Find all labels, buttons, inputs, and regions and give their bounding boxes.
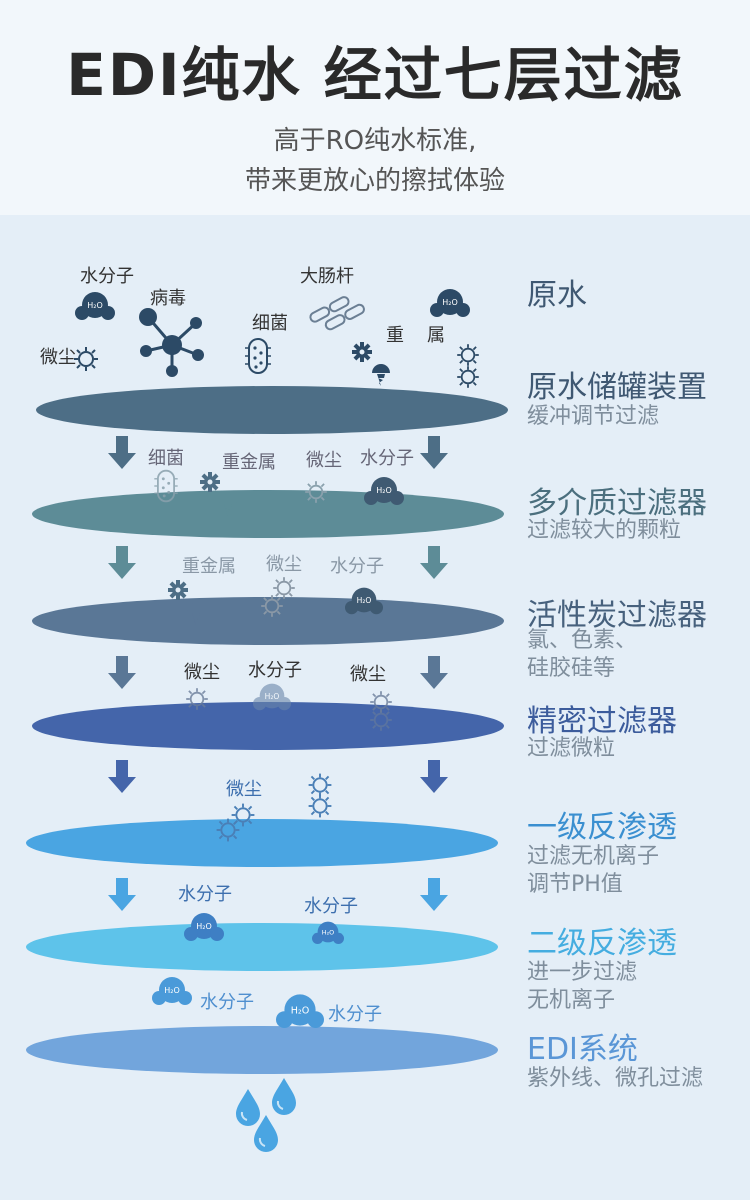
multi-water-molecule-icon: H₂O xyxy=(364,477,404,505)
stage-desc-edi: 紫外线、微孔过滤 xyxy=(527,1066,704,1091)
molecule-text: H₂O xyxy=(322,928,334,936)
raw-dust-icon-2 xyxy=(456,343,480,367)
label-dust: 微尘 xyxy=(40,347,76,368)
ro1-dust-icon-3 xyxy=(307,772,333,798)
stage-desc-multi: 过滤较大的颗粒 xyxy=(527,518,682,543)
raw-e-coli-icon xyxy=(309,296,365,331)
ro2-layer xyxy=(26,923,498,971)
stage-desc-ro1-2: 调节PH值 xyxy=(527,872,623,897)
molecule-text: H₂O xyxy=(442,298,458,307)
stage-desc-precision: 过滤微粒 xyxy=(527,736,616,761)
molecule-text: H₂O xyxy=(164,986,180,995)
stage-name-edi: EDI系统 xyxy=(527,1032,638,1067)
multi-label-dust: 微尘 xyxy=(306,450,342,471)
ro1-layer xyxy=(26,819,498,867)
stage-name-carbon: 活性炭过滤器 xyxy=(527,598,707,633)
edi-water-molecule-icon-1: H₂O xyxy=(152,977,192,1005)
arrow-left-2 xyxy=(108,546,136,579)
precision-label-water: 水分子 xyxy=(248,660,302,681)
activated-carbon-layer xyxy=(32,597,504,645)
raw-screw-icon xyxy=(372,364,390,386)
edi-water-molecule-icon-2: H₂O xyxy=(276,994,324,1028)
raw-water-molecule-icon: H₂O xyxy=(75,292,115,320)
stage-name-ro2: 二级反渗透 xyxy=(527,926,677,961)
stage-desc-tank: 缓冲调节过滤 xyxy=(527,404,660,429)
label-heavy-metal-1: 重 xyxy=(386,325,404,346)
carbon-label-heavy-metal: 重金属 xyxy=(182,556,236,577)
edi-label-water-2: 水分子 xyxy=(328,1004,382,1025)
raw-water-tank-layer xyxy=(36,386,508,434)
arrow-left-5 xyxy=(108,878,136,911)
stage-name-multi: 多介质过滤器 xyxy=(527,486,707,521)
molecule-text: H₂O xyxy=(291,1006,310,1017)
ro2-water-molecule-icon-1: H₂O xyxy=(184,913,224,941)
label-heavy-metal-2: 属 xyxy=(427,325,445,346)
raw-dust-icon-3 xyxy=(456,365,480,389)
ro2-label-water-1: 水分子 xyxy=(178,884,232,905)
page-title: EDI纯水 经过七层过滤 xyxy=(66,41,684,109)
arrow-right-4 xyxy=(420,760,448,793)
molecule-text: H₂O xyxy=(87,301,103,310)
molecule-text: H₂O xyxy=(357,596,372,605)
multi-label-bacteria: 细菌 xyxy=(148,448,184,469)
raw-virus-icon xyxy=(139,308,204,377)
label-e-coli: 大肠杆 xyxy=(300,266,354,287)
multi-label-heavy-metal: 重金属 xyxy=(222,452,276,473)
carbon-label-water: 水分子 xyxy=(330,556,384,577)
stage-desc-ro2-1: 进一步过滤 xyxy=(527,960,638,985)
arrow-left-1 xyxy=(108,436,136,469)
subtitle-line-1: 高于RO纯水标准, xyxy=(273,126,477,156)
ro2-label-water-2: 水分子 xyxy=(304,896,358,917)
multi-gear-icon xyxy=(200,472,220,492)
ro1-label-dust: 微尘 xyxy=(226,779,262,800)
stage-name-precision: 精密过滤器 xyxy=(527,704,677,739)
precision-label-dust-1: 微尘 xyxy=(184,662,220,683)
drop-right-icon xyxy=(271,1077,297,1116)
raw-water-molecule-icon-2: H₂O xyxy=(430,289,470,317)
label-virus: 病毒 xyxy=(150,288,186,309)
stage-desc-carbon-2: 硅胶硅等 xyxy=(527,656,616,681)
molecule-text: H₂O xyxy=(376,486,392,495)
carbon-label-dust: 微尘 xyxy=(266,554,302,575)
subtitle-line-2: 带来更放心的擦拭体验 xyxy=(244,166,505,196)
arrow-right-2 xyxy=(420,546,448,579)
stage-desc-carbon-1: 氯、色素、 xyxy=(527,628,638,653)
stage-desc-ro2-2: 无机离子 xyxy=(527,988,616,1013)
arrow-right-5 xyxy=(420,878,448,911)
precision-dust-icon-1 xyxy=(185,687,209,711)
arrow-right-3 xyxy=(420,656,448,689)
arrow-left-4 xyxy=(108,760,136,793)
molecule-text: H₂O xyxy=(196,922,212,931)
molecule-text: H₂O xyxy=(265,692,280,701)
stage-name-ro1: 一级反渗透 xyxy=(527,810,677,845)
arrow-left-3 xyxy=(108,656,136,689)
ro1-dust-icon-4 xyxy=(307,793,333,819)
header-panel: EDI纯水 经过七层过滤 高于RO纯水标准, 带来更放心的擦拭体验 xyxy=(0,0,750,215)
edi-layer xyxy=(26,1026,498,1074)
edi-label-water-1: 水分子 xyxy=(200,992,254,1013)
precision-label-dust-2: 微尘 xyxy=(350,664,386,685)
drop-left-icon xyxy=(235,1088,261,1127)
stage-name-tank: 原水储罐装置 xyxy=(527,370,707,405)
carbon-gear-icon xyxy=(168,580,188,600)
multi-label-water: 水分子 xyxy=(360,448,414,469)
stage-name-raw: 原水 xyxy=(527,278,587,313)
stage-desc-ro1-1: 过滤无机离子 xyxy=(527,844,660,869)
raw-bacteria-icon xyxy=(244,338,272,374)
multi-media-filter-layer xyxy=(32,490,504,538)
arrow-right-1 xyxy=(420,436,448,469)
raw-gear-icon xyxy=(352,342,372,362)
precision-filter-layer xyxy=(32,702,504,750)
ro2-water-molecule-icon-2: H₂O xyxy=(312,921,344,944)
raw-dust-icon xyxy=(73,346,99,372)
precision-water-molecule-icon: H₂O xyxy=(253,683,291,711)
carbon-dust-icon-1 xyxy=(272,576,296,600)
label-bacteria: 细菌 xyxy=(252,313,288,334)
label-water-molecule: 水分子 xyxy=(80,266,134,287)
carbon-water-molecule-icon: H₂O xyxy=(345,587,383,615)
